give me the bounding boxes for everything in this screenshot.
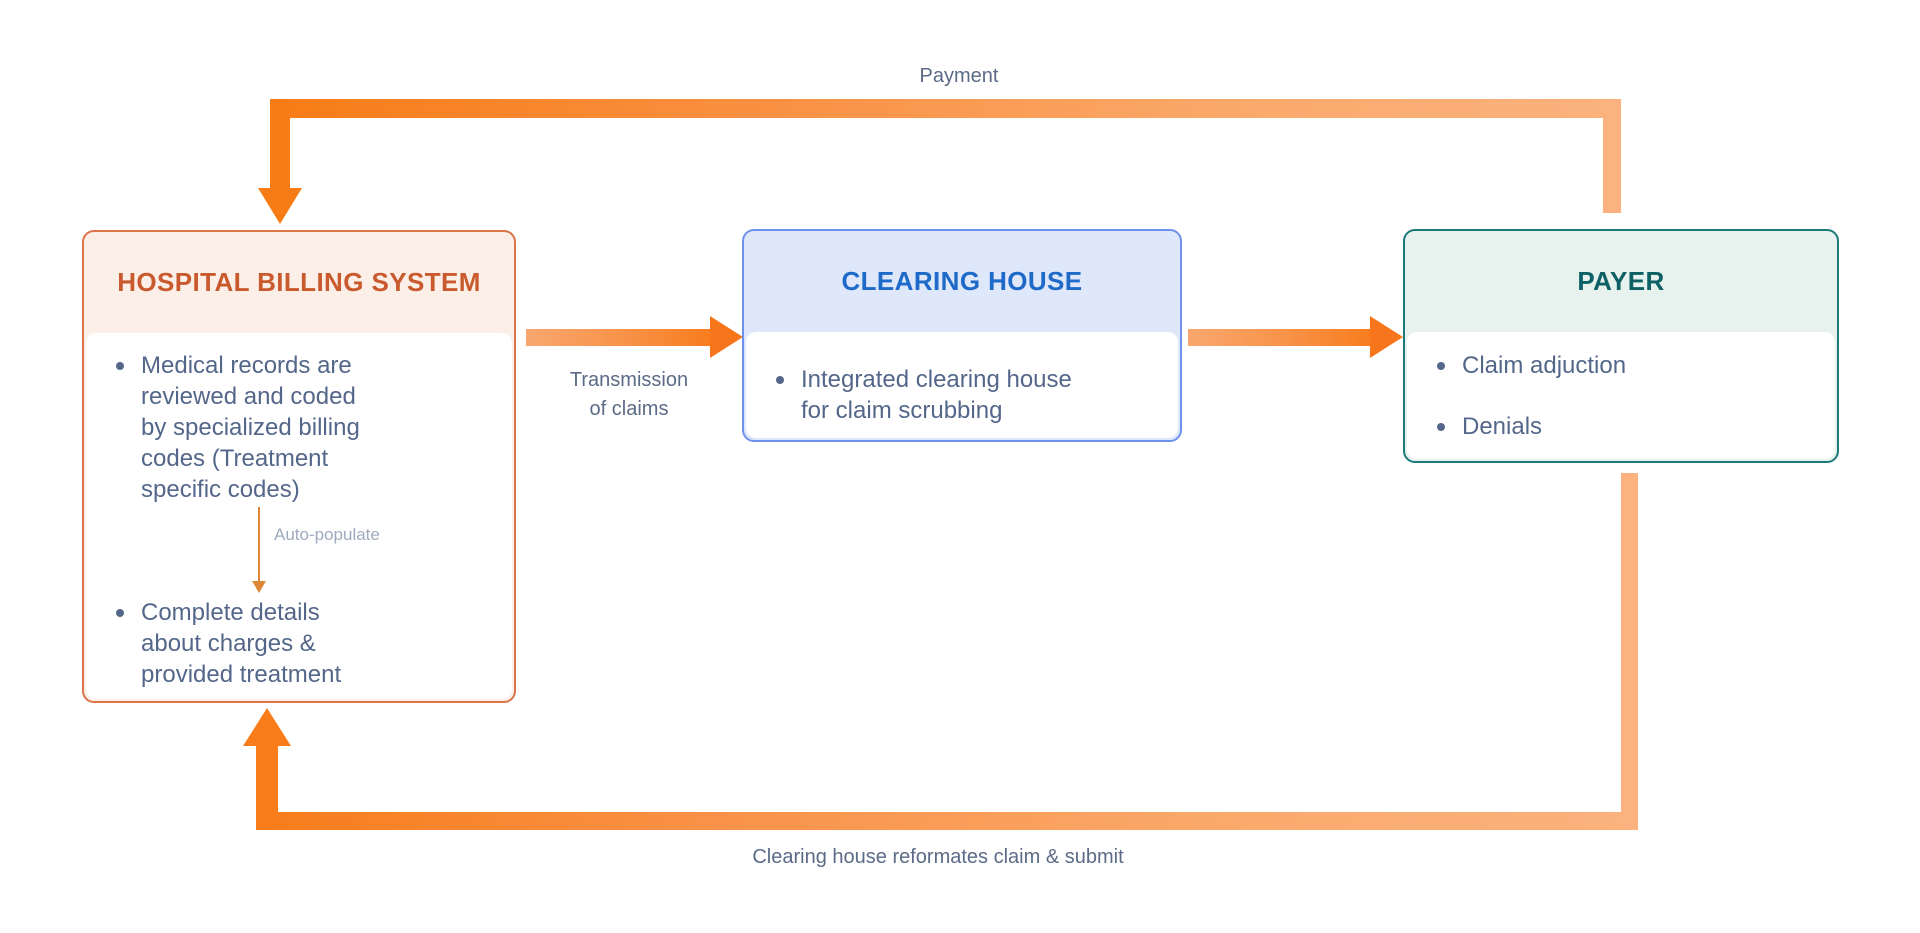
list-item: Integrated clearing house for claim scru… xyxy=(776,364,1166,426)
auto-populate-arrow-line xyxy=(258,507,260,581)
bullet-dot xyxy=(1437,423,1445,431)
clearing-house-box-body: Integrated clearing house for claim scru… xyxy=(746,332,1178,438)
clearing-house-box: CLEARING HOUSE Integrated clearing house… xyxy=(742,229,1182,442)
bullet-dot xyxy=(1437,362,1445,370)
bottom-loop-label: Clearing house reformates claim & submit xyxy=(752,846,1124,868)
payment-loop-right-segment xyxy=(1603,99,1621,213)
hospital-box-title: HOSPITAL BILLING SYSTEM xyxy=(117,267,481,297)
bottom-loop-bar xyxy=(256,812,1638,830)
payment-loop-top-bar xyxy=(270,99,1621,118)
payment-loop-left-segment xyxy=(270,99,290,190)
bullet-text: Medical records are reviewed and coded b… xyxy=(141,352,360,503)
bullet-dot xyxy=(776,376,784,384)
payer-box-body: Claim adjuction Denials xyxy=(1407,332,1835,459)
clearing-house-box-title: CLEARING HOUSE xyxy=(841,266,1083,296)
transmission-arrowhead-icon xyxy=(710,316,743,358)
list-item: Denials xyxy=(1437,411,1823,442)
auto-populate-label: Auto-populate xyxy=(274,525,380,544)
transmission-arrow-bar xyxy=(526,329,710,346)
bullet-text: Claim adjuction xyxy=(1462,352,1627,379)
bullet-text: Complete details about charges & provide… xyxy=(141,599,342,688)
bottom-loop-arrowhead-icon xyxy=(243,708,291,746)
transmission-label: Transmission of claims xyxy=(569,369,689,420)
auto-populate-arrowhead-icon xyxy=(252,581,266,593)
list-item: Medical records are reviewed and coded b… xyxy=(116,350,500,505)
clearing-to-payer-arrow-bar xyxy=(1188,329,1370,346)
bullet-dot xyxy=(116,362,124,370)
hospital-box-header: HOSPITAL BILLING SYSTEM xyxy=(84,232,514,333)
payer-box: PAYER Claim adjuction Denials xyxy=(1403,229,1839,463)
bottom-loop-right-segment xyxy=(1621,473,1638,830)
bullet-text: Integrated clearing house for claim scru… xyxy=(801,366,1072,424)
payer-box-title: PAYER xyxy=(1577,266,1665,296)
list-item: Complete details about charges & provide… xyxy=(116,597,500,690)
hospital-box-body: Medical records are reviewed and coded b… xyxy=(86,333,512,699)
bullet-text: Denials xyxy=(1462,413,1543,440)
hospital-billing-system-box: HOSPITAL BILLING SYSTEM Medical records … xyxy=(82,230,516,703)
payment-loop-arrowhead-icon xyxy=(258,188,302,224)
bullet-dot xyxy=(116,609,124,617)
payer-box-header: PAYER xyxy=(1405,231,1837,332)
payment-label: Payment xyxy=(919,65,999,87)
clearing-to-payer-arrowhead-icon xyxy=(1370,316,1403,358)
list-item: Claim adjuction xyxy=(1437,350,1823,381)
bottom-loop-left-segment xyxy=(256,744,278,830)
clearing-house-box-header: CLEARING HOUSE xyxy=(744,231,1180,332)
